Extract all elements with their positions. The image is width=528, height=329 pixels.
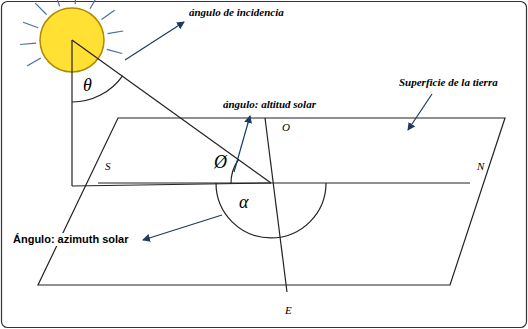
sun-ray: [23, 22, 38, 28]
sun-ray: [35, 3, 46, 14]
vertical-line: [71, 40, 72, 186]
sun-ray: [90, 0, 98, 9]
leader-line: [408, 94, 432, 130]
sun-ray: [108, 31, 124, 34]
angle-symbol: α: [238, 192, 249, 214]
sun-ray: [107, 49, 122, 53]
leader-line: [125, 22, 184, 60]
direction-letter: N: [476, 160, 485, 173]
sun-ray: [75, 0, 76, 4]
direction-letter: E: [284, 304, 293, 317]
sun-ray-line: [72, 40, 271, 183]
callout-label: ángulo: altitud solar: [222, 98, 317, 111]
sun-ray: [54, 0, 60, 6]
angle-symbol: θ: [82, 75, 93, 97]
callout-label: Ángulo: azimuth solar: [12, 233, 130, 246]
direction-letter: O: [281, 121, 291, 134]
angle-symbol: Ø: [213, 152, 228, 174]
sun-ray: [27, 58, 41, 66]
phi-arc: [231, 160, 239, 184]
leader-line: [234, 116, 250, 172]
callout-label: Superficie de la tierra: [398, 76, 499, 89]
leader-line: [143, 215, 222, 240]
alpha-arc: [216, 183, 326, 238]
sun-ray: [102, 10, 115, 19]
callout-label: ángulo de incidencia: [188, 6, 285, 19]
sun-ray: [20, 43, 36, 44]
theta-arc: [72, 76, 123, 102]
earth-surface-plane: [38, 118, 505, 285]
direction-letter: S: [104, 160, 112, 173]
south-north-line: [98, 182, 470, 183]
ground-projection: [72, 183, 271, 186]
west-east-line: [265, 118, 287, 292]
